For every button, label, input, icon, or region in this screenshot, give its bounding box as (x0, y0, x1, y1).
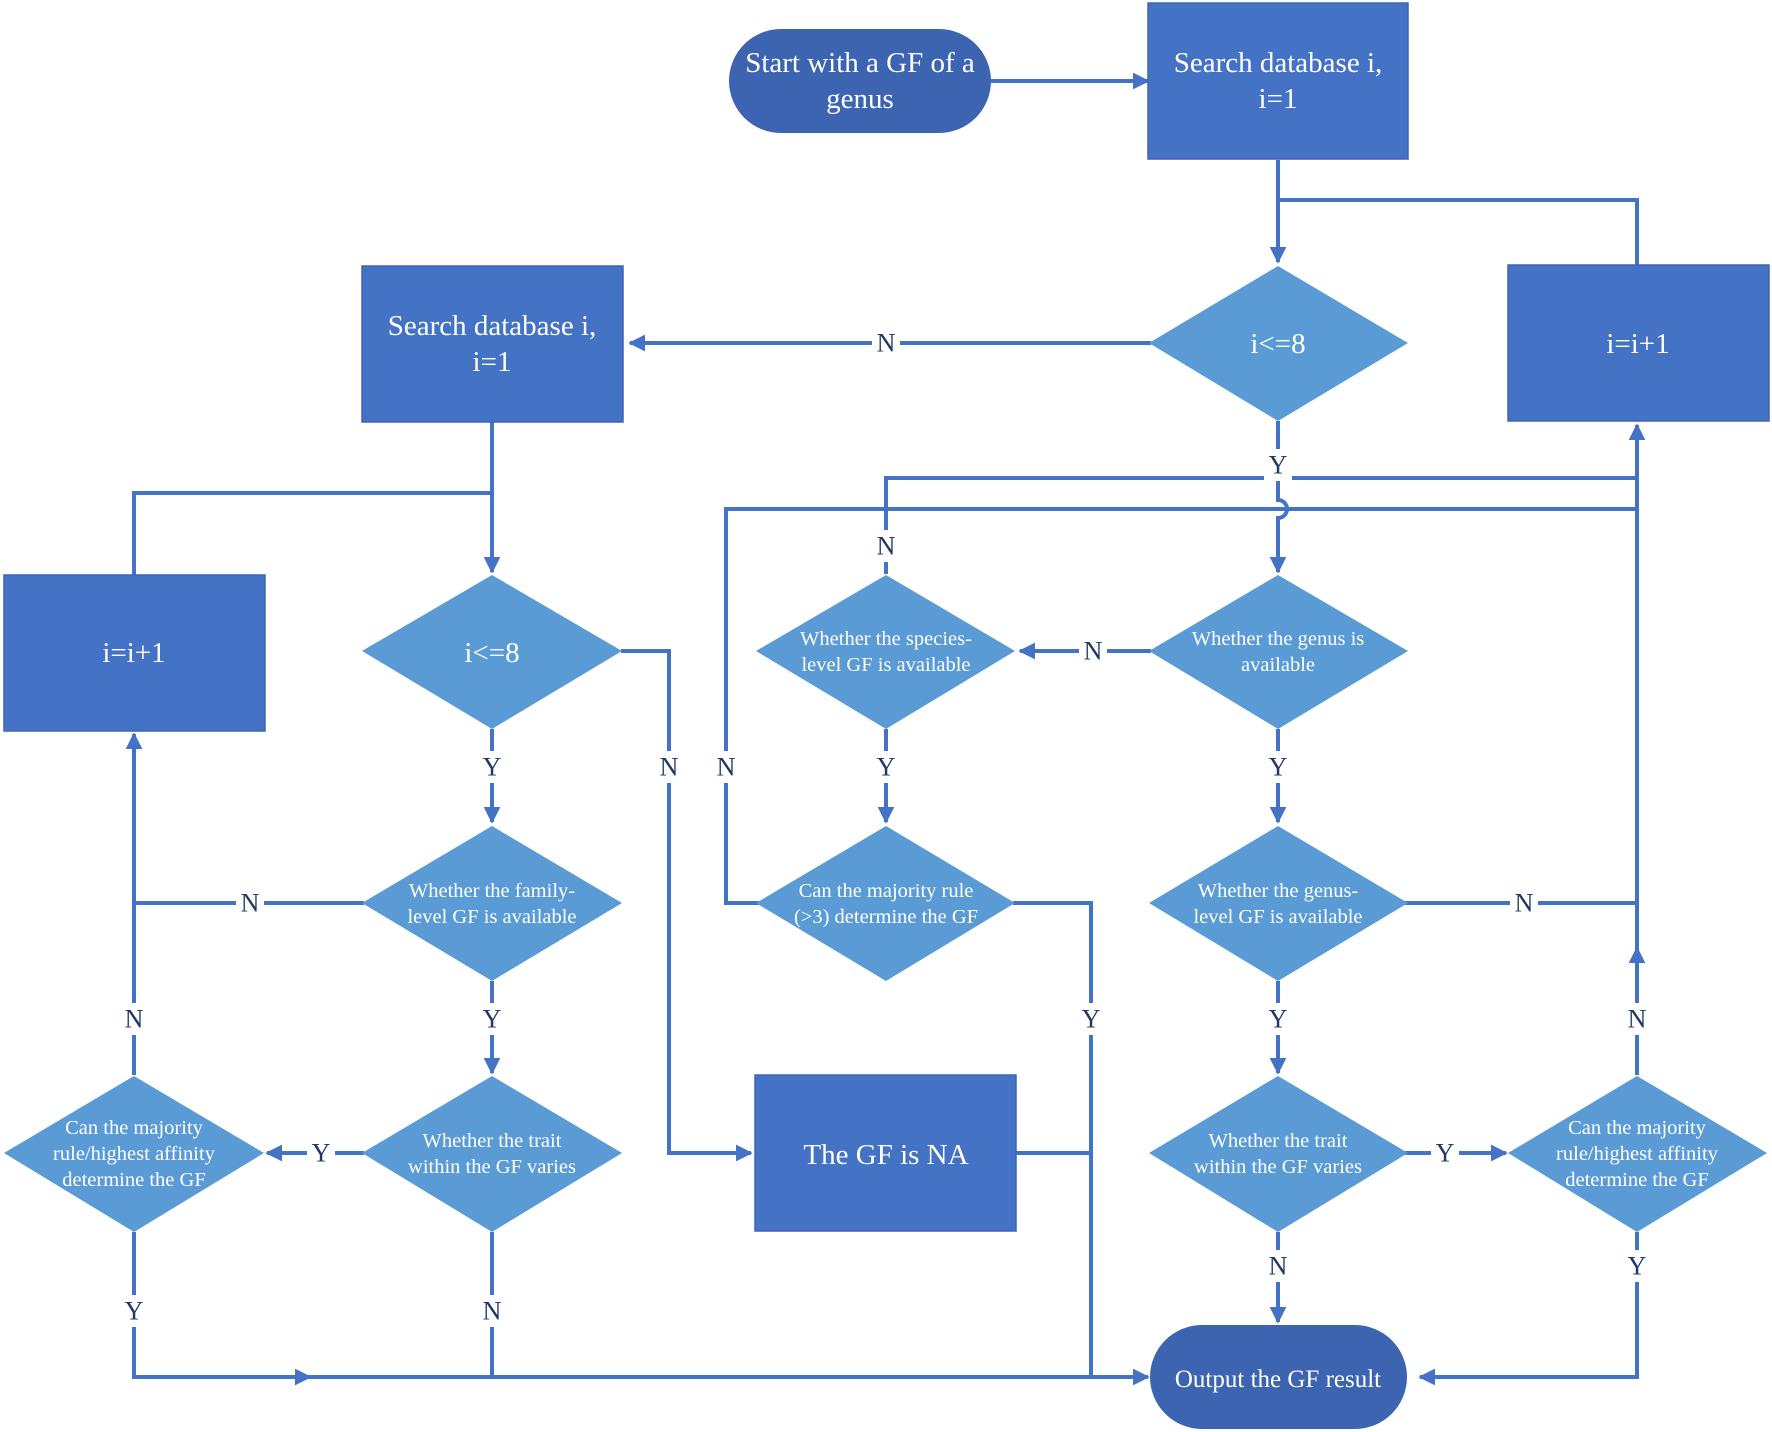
label-family-no: N (241, 889, 260, 918)
output-label: Output the GF result (1175, 1366, 1381, 1393)
label-trait-right-no: N (1269, 1252, 1288, 1281)
label-genus-gf-no: N (1515, 889, 1534, 918)
label-genus-yes: Y (1269, 753, 1288, 782)
label-top-i-no: N (877, 329, 896, 358)
label-affinity-left-yes: Y (125, 1297, 144, 1326)
output-terminal (1150, 1325, 1407, 1429)
label-affinity-left-no: N (125, 1005, 144, 1034)
majority-affinity-right-diamond (1508, 1076, 1767, 1232)
label-left-i-yes: Y (483, 753, 502, 782)
label-trait-right-yes: Y (1436, 1139, 1455, 1168)
search-database-left-label: Search database i,i=1 (388, 310, 597, 378)
label-species-yes: Y (877, 753, 896, 782)
search-database-left-box (361, 265, 624, 423)
check-i-top-label: i<=8 (1250, 328, 1305, 360)
majority-rule-3-label: Can the majority rule(>3) determine the … (794, 880, 978, 928)
check-i-left-label: i<=8 (464, 637, 519, 669)
species-gf-available-label: Whether the species-level GF is availabl… (800, 628, 972, 676)
check-i-top-diamond (1149, 266, 1408, 421)
edge-affinity-left-yes (132, 1232, 1150, 1386)
edge-check-i-top-yes (1269, 421, 1289, 574)
increment-right-box (1507, 264, 1770, 422)
label-majority3-no: N (717, 753, 736, 782)
label-genus-no: N (1084, 637, 1103, 666)
label-affinity-right-no: N (1628, 1005, 1647, 1034)
label-trait-left-yes: Y (312, 1139, 331, 1168)
species-gf-available-diamond (756, 575, 1015, 729)
search-database-top-label: Search database i,i=1 (1174, 47, 1383, 115)
edge-majority3-no (724, 507, 1637, 905)
majority-rule-3-diamond (756, 826, 1015, 981)
edge-majority3-yes (1013, 901, 1093, 1377)
edge-increment-right-loop (1278, 198, 1639, 265)
label-majority3-yes: Y (1082, 1005, 1101, 1034)
trait-varies-right-diamond (1149, 1076, 1408, 1232)
gf-na-label: The GF is NA (803, 1139, 968, 1171)
genus-gf-available-diamond (1149, 826, 1408, 981)
nodes (3, 2, 1770, 1429)
edge-check-i-left-no (621, 649, 753, 1162)
edge-increment-left-loop (132, 491, 492, 575)
family-gf-available-label: Whether the family-level GF is available (407, 880, 576, 928)
increment-left-box (3, 574, 266, 732)
majority-affinity-left-diamond (4, 1076, 264, 1232)
increment-right-label: i=i+1 (1606, 328, 1669, 360)
check-i-left-diamond (362, 575, 622, 729)
edge-labels: N Y N Y N Y N Y N Y Y N N Y Y N N (120, 327, 1651, 1327)
label-top-i-yes: Y (1269, 451, 1288, 480)
genus-available-diamond (1149, 575, 1408, 729)
search-database-top-box (1147, 2, 1409, 160)
trait-varies-left-diamond (362, 1076, 622, 1232)
start-terminal (729, 29, 991, 133)
gf-na-box (754, 1074, 1017, 1232)
label-affinity-right-yes: Y (1628, 1252, 1647, 1281)
increment-left-label: i=i+1 (102, 637, 165, 669)
edge-species-no (884, 476, 1637, 574)
label-family-yes: Y (483, 1005, 502, 1034)
family-gf-available-diamond (362, 826, 622, 981)
label-trait-left-no: N (483, 1297, 502, 1326)
label-species-no: N (877, 532, 896, 561)
genus-gf-available-label: Whether the genus-level GF is available (1193, 880, 1362, 928)
edge-affinity-right-yes (1418, 1232, 1639, 1386)
label-genus-gf-yes: Y (1269, 1005, 1288, 1034)
label-left-i-no: N (660, 753, 679, 782)
